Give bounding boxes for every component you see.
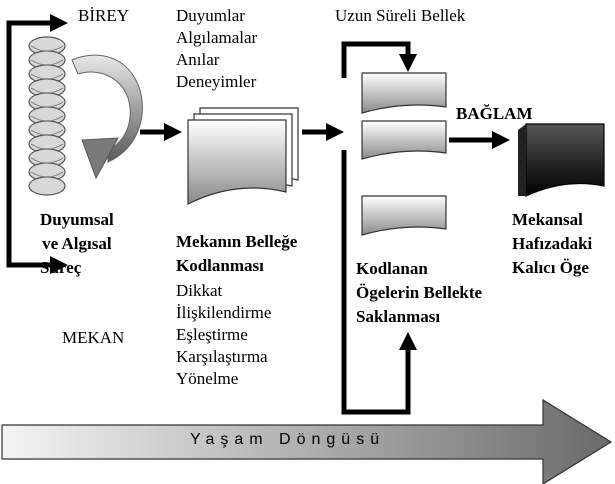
perception-item: Duyumlar xyxy=(176,6,245,25)
swirl-arrow-icon xyxy=(71,54,143,180)
arrow-to-memory xyxy=(302,123,344,141)
perception-item: Anılar xyxy=(176,50,220,69)
storage-title-line: Ögelerin Bellekte xyxy=(356,283,483,302)
documents-stack-icon xyxy=(187,107,299,205)
encoding-step: Yönelme xyxy=(176,369,239,388)
encoding-step: Eşleştirme xyxy=(176,325,248,344)
encoding-title-line: Kodlanması xyxy=(176,256,264,275)
memory-loop-bracket xyxy=(341,41,417,415)
life-cycle-label: Yaşam Döngüsü xyxy=(190,431,386,448)
encoding-title-line: Mekanın Belleğe xyxy=(176,232,298,251)
sensory-line: Süreç xyxy=(40,258,82,277)
life-cycle-arrow xyxy=(1,398,613,484)
permanent-item-line: Hafızadaki xyxy=(512,234,593,253)
sensory-line: Duyumsal xyxy=(40,210,114,229)
sensory-line: ve Algısal xyxy=(42,234,112,253)
individual-label: BİREY xyxy=(78,6,129,25)
spiral-icon xyxy=(28,36,66,196)
permanent-item-line: Kalıcı Öge xyxy=(512,258,589,277)
encoding-step: Karşılaştırma xyxy=(176,347,268,366)
encoding-steps-list: Dikkat İlişkilendirme Eşleştirme Karşıla… xyxy=(176,280,271,390)
storage-title-line: Kodlanan xyxy=(356,259,428,278)
permanent-item-label: Mekansal Hafızadaki Kalıcı Öge xyxy=(512,208,592,280)
space-label: MEKAN xyxy=(62,328,125,347)
encoding-step: İlişkilendirme xyxy=(176,303,272,322)
perception-item: Deneyimler xyxy=(176,72,257,91)
storage-title: Kodlanan Ögelerin Bellekte Saklanması xyxy=(356,257,482,329)
encoding-step: Dikkat xyxy=(176,281,223,300)
spiral-inner-strokes xyxy=(30,45,64,178)
sensory-process-label: Duyumsal ve Algısal Süreç xyxy=(40,208,114,280)
perception-item: Algılamalar xyxy=(176,28,258,47)
left-bracket-arrows xyxy=(6,14,68,274)
long-term-memory-label: Uzun Süreli Bellek xyxy=(335,6,466,25)
context-label: BAĞLAM xyxy=(456,104,533,123)
memory-document-2 xyxy=(361,120,447,160)
permanent-item-line: Mekansal xyxy=(512,210,583,229)
perception-items-list: Duyumlar Algılamalar Anılar Deneyimler xyxy=(176,5,257,93)
permanent-document-icon xyxy=(518,123,605,197)
memory-document-3 xyxy=(361,195,447,236)
context-arrow xyxy=(449,131,510,149)
memory-document-1 xyxy=(361,72,447,114)
encoding-title: Mekanın Belleğe Kodlanması xyxy=(176,230,297,278)
storage-title-line: Saklanması xyxy=(356,307,441,326)
arrow-to-stack xyxy=(140,123,182,141)
